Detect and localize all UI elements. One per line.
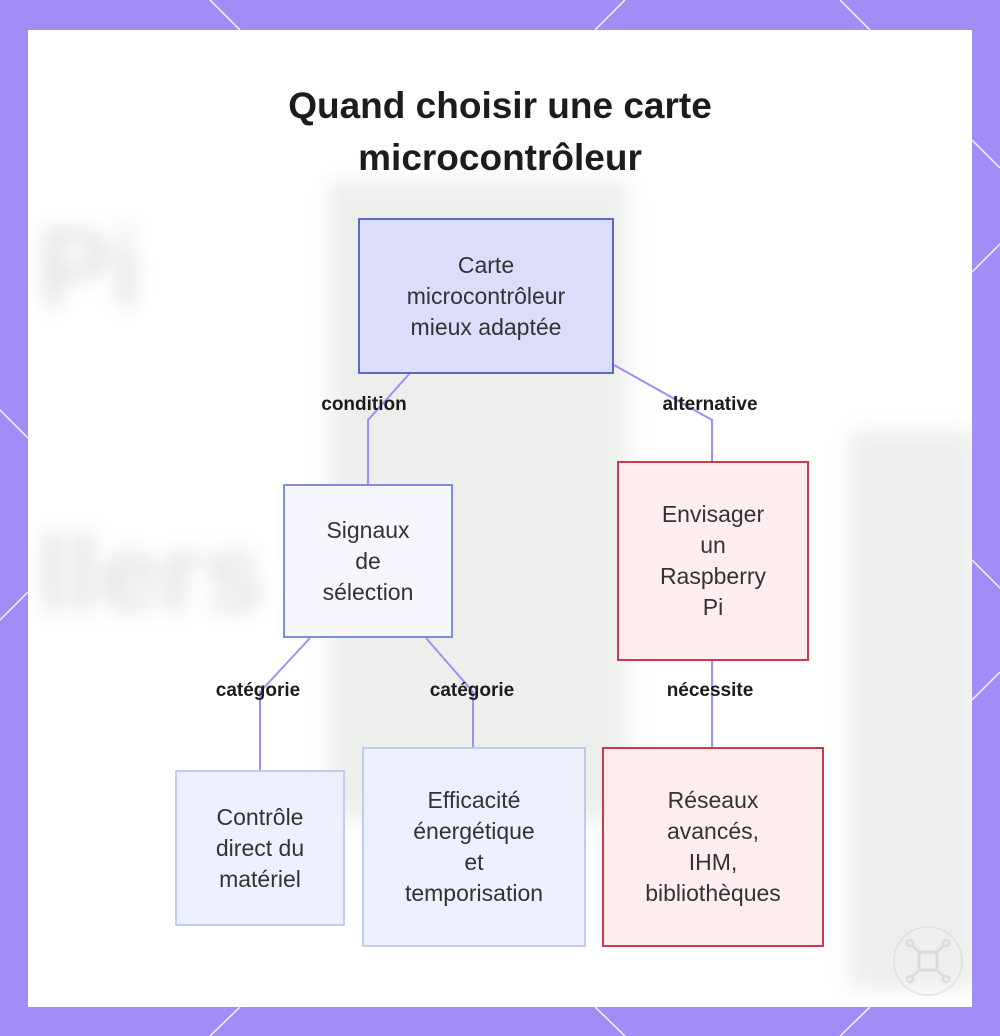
network-nodes-icon — [893, 926, 963, 996]
node-text: Raspberry — [659, 563, 767, 589]
background-board — [848, 430, 972, 990]
node-text: Pi — [702, 594, 724, 620]
node-text: avancés, — [666, 818, 760, 844]
title-line: microcontrôleur — [358, 137, 642, 178]
edge-label-necessite: nécessite — [666, 680, 754, 701]
node-text: Contrôle — [216, 803, 304, 830]
edges-layer — [259, 364, 713, 770]
node-text: Carte — [457, 251, 515, 278]
node-text: sélection — [322, 578, 414, 605]
node-text: temporisation — [404, 880, 544, 906]
node-text: Signaux — [326, 516, 410, 543]
node-text: un — [700, 532, 726, 558]
node-reseaux-avances: Réseaux avancés, IHM, bibliothèques — [602, 747, 824, 947]
edge-condition — [367, 372, 411, 484]
diagram-card: Pi llers Quand choisir une carte microco… — [28, 30, 972, 1007]
node-text: Efficacité — [427, 787, 521, 813]
edge-label-categorie: catégorie — [429, 680, 515, 701]
diagram-title: Quand choisir une carte microcontrôleur — [28, 80, 972, 184]
node-text: Réseaux — [667, 787, 759, 813]
title-line: Quand choisir une carte — [288, 85, 712, 126]
node-efficacite-energetique: Efficacité énergétique et temporisation — [362, 747, 586, 947]
node-text: bibliothèques — [645, 880, 781, 906]
node-carte-microcontroleur: Carte microcontrôleur mieux adaptée — [358, 218, 614, 374]
node-text: énergétique — [413, 818, 535, 844]
node-raspberry-pi: Envisager un Raspberry Pi — [617, 461, 809, 661]
node-text: de — [355, 547, 381, 574]
edge-alternative — [613, 364, 713, 462]
edge-categorie-2 — [425, 637, 474, 747]
node-text: matériel — [219, 865, 301, 892]
edge-label-alternative: alternative — [662, 394, 758, 415]
node-text: IHM, — [688, 849, 738, 875]
node-controle-materiel: Contrôle direct du matériel — [175, 770, 345, 926]
node-text: mieux adaptée — [410, 313, 562, 340]
edge-label-categorie: catégorie — [215, 680, 301, 701]
node-signaux-selection: Signaux de sélection — [283, 484, 453, 638]
node-text: direct du — [215, 834, 305, 861]
node-text: et — [464, 849, 484, 875]
node-text: Envisager — [661, 501, 765, 527]
node-text: microcontrôleur — [406, 282, 566, 309]
edge-label-condition: condition — [321, 394, 407, 415]
edge-categorie-1 — [259, 637, 311, 770]
background-text: Pi — [38, 207, 142, 330]
background-text: llers — [38, 512, 265, 635]
